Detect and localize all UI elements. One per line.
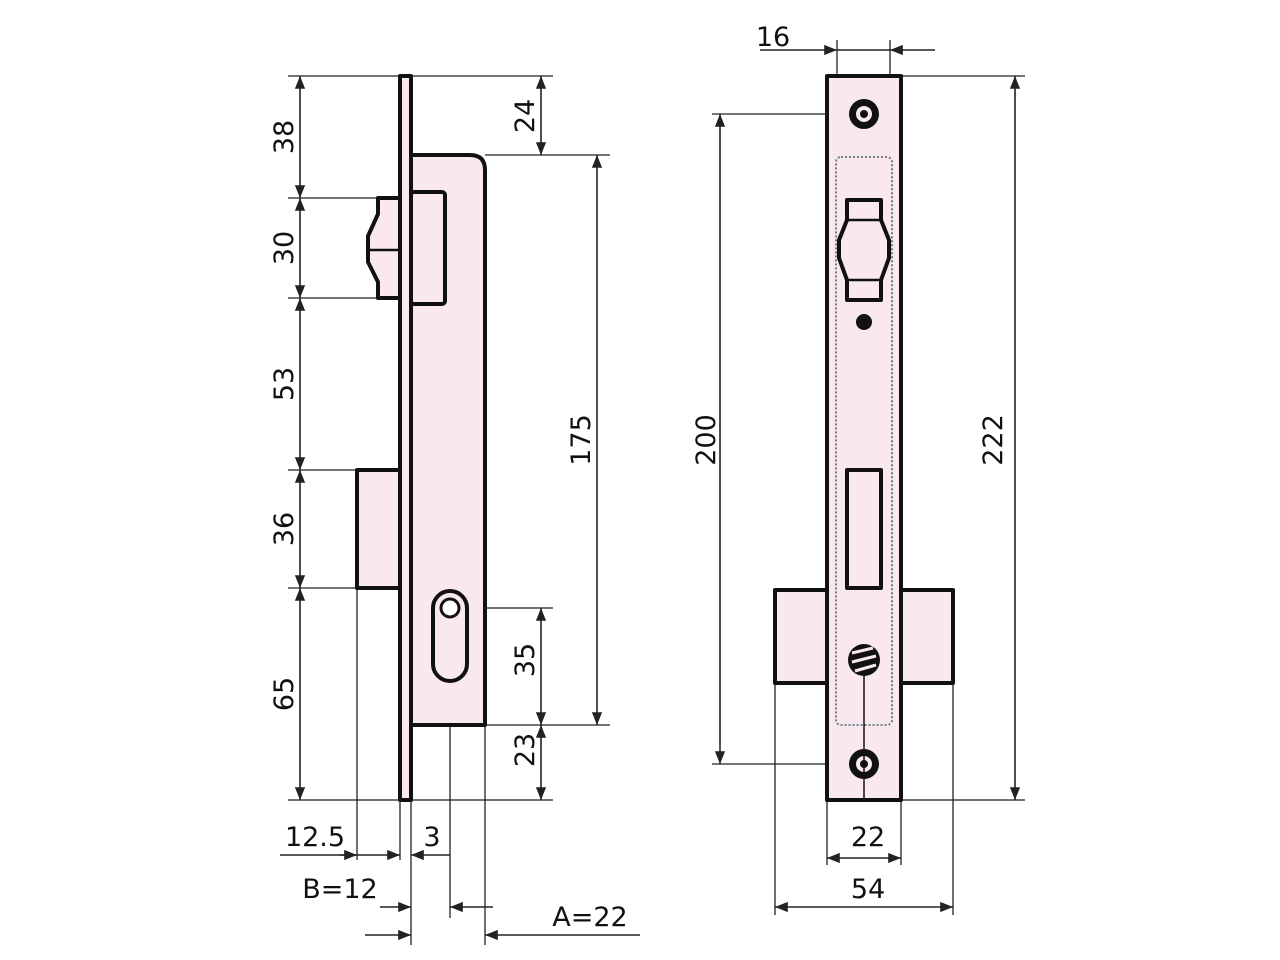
dim-24: 24 xyxy=(510,99,541,133)
dim-35: 35 xyxy=(510,643,541,677)
spindle-dot-icon xyxy=(856,314,872,330)
dim-16: 16 xyxy=(756,22,790,53)
latch-lines xyxy=(847,218,881,282)
latch-housing xyxy=(409,190,447,306)
dim-b-12: B=12 xyxy=(302,874,378,905)
dim-65: 65 xyxy=(269,677,300,711)
dim-222: 222 xyxy=(978,414,1009,466)
latch-bolt xyxy=(366,196,402,300)
dim-a-22: A=22 xyxy=(552,902,627,933)
dim-3: 3 xyxy=(423,822,440,853)
deadbolt-slot xyxy=(845,468,883,590)
faceplate xyxy=(398,74,413,802)
dim-53: 53 xyxy=(269,367,300,401)
deadbolt xyxy=(355,468,402,590)
cylinder-center-icon xyxy=(439,597,461,619)
dim-36: 36 xyxy=(269,512,300,546)
case-outline xyxy=(835,156,893,726)
left-dimension-chain: 38 30 53 36 65 xyxy=(269,76,306,800)
front-latch-bolt xyxy=(837,198,891,302)
extension-lines xyxy=(288,75,610,945)
dim-22: 22 xyxy=(851,822,885,853)
dim-175: 175 xyxy=(566,414,597,466)
front-view: 16 200 222 22 54 xyxy=(691,22,1025,915)
dim-54: 54 xyxy=(851,874,885,905)
side-view: 38 30 53 36 65 24 35 23 175 12.5 3 xyxy=(269,74,640,945)
front-extension-lines xyxy=(712,40,1025,915)
right-dimension-chain: 24 35 23 175 xyxy=(510,76,603,800)
top-screw-icon xyxy=(849,99,879,129)
dim-12-5: 12.5 xyxy=(285,822,345,853)
dim-38: 38 xyxy=(269,120,300,154)
slotted-screw-icon xyxy=(848,644,880,676)
dim-23: 23 xyxy=(510,733,541,767)
dim-30: 30 xyxy=(269,231,300,265)
bottom-dimensions: 12.5 3 B=12 A=22 xyxy=(280,822,640,941)
dim-200: 200 xyxy=(691,414,722,466)
